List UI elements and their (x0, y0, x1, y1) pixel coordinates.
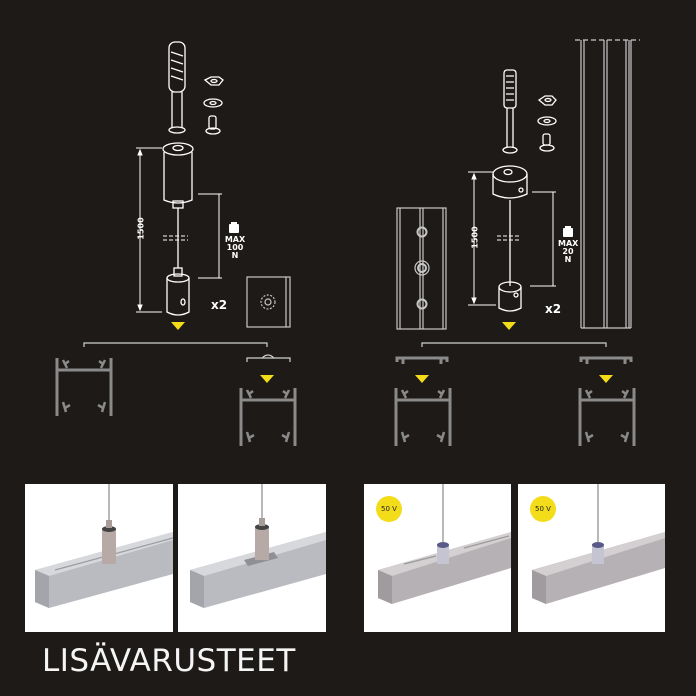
right-profile-a-icon (394, 386, 452, 448)
right-washer-icon (537, 116, 557, 126)
page-title: LISÄVARUSTEET (42, 643, 296, 679)
photo-50v-closed: 50 V (518, 484, 665, 632)
photo-50v-open: 50 V (364, 484, 511, 632)
right-wire-gripper-icon (498, 281, 522, 312)
right-screw-icon (539, 133, 555, 152)
left-mounting-plate-icon (246, 276, 291, 328)
left-quantity-label: x2 (211, 298, 228, 312)
right-ceiling-cup-icon (492, 165, 528, 199)
right-weight-icon (563, 226, 573, 237)
left-profile-open-icon (55, 356, 113, 418)
right-nut-icon (537, 95, 557, 106)
right-quantity-label: x2 (545, 302, 562, 316)
left-anchor-plug-icon (168, 41, 186, 134)
right-cover-plate-icon (396, 207, 447, 330)
left-clip-cover-icon (246, 354, 291, 362)
voltage-badge: 50 V (530, 496, 556, 522)
right-dimension-label: 1500 (470, 226, 480, 249)
assembly-diagram (55, 39, 640, 448)
left-arrow-down-icon (171, 322, 185, 330)
left-load-label: MAX 100 N (224, 235, 246, 260)
left-wire-gripper-icon (166, 267, 190, 316)
left-washer-icon (203, 98, 223, 108)
left-ceiling-cup-icon (162, 142, 194, 209)
right-cover-a-icon (395, 356, 449, 364)
left-screw-icon (205, 115, 221, 135)
left-profile-clipped-icon (239, 386, 297, 448)
right-cover-b-icon (579, 356, 633, 364)
left-nut-icon (203, 76, 224, 86)
photo-suspension-plate (178, 484, 326, 632)
right-anchor-plug-icon (502, 69, 518, 154)
right-load-label: MAX 20 N (558, 239, 579, 264)
left-dimension-label: 1500 (136, 217, 146, 240)
voltage-badge: 50 V (376, 496, 402, 522)
photo-suspension-open (25, 484, 173, 632)
right-profile-b-icon (578, 386, 636, 448)
right-arrow-down-icon (502, 322, 516, 330)
right-long-profile-icon (575, 39, 640, 329)
left-weight-icon (229, 222, 239, 233)
